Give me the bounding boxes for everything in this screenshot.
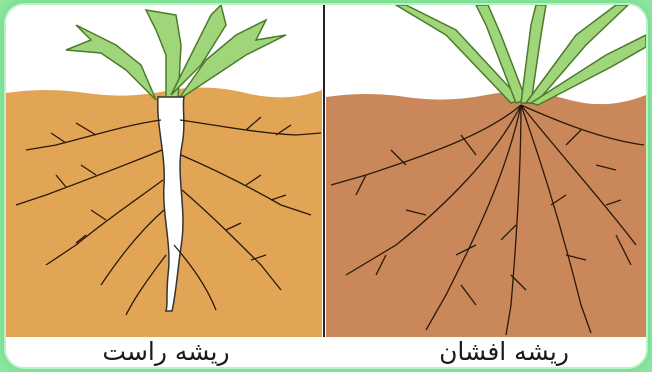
diagram-frame: ریشه راست ریشه افشان	[6, 5, 646, 367]
fibrous-root-caption: ریشه افشان	[384, 337, 624, 367]
taproot-caption: ریشه راست	[66, 337, 266, 367]
root-diagram	[6, 5, 646, 367]
